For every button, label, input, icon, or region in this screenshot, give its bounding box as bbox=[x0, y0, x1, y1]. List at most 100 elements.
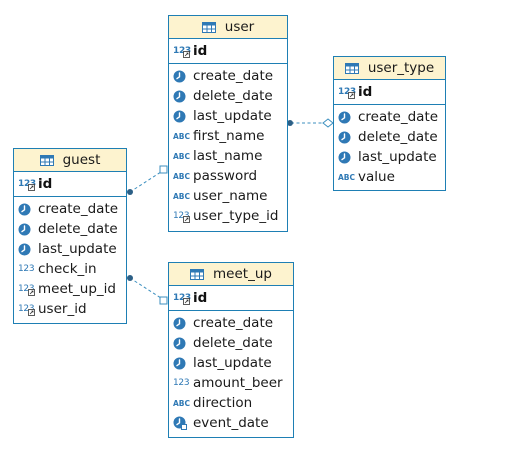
datetime-icon bbox=[173, 416, 190, 430]
clock-icon bbox=[338, 110, 355, 124]
column-row[interactable]: delete_date bbox=[334, 127, 445, 147]
column-name: value bbox=[358, 169, 395, 185]
clock-icon bbox=[173, 109, 190, 123]
clock-icon bbox=[173, 89, 190, 103]
clock-icon bbox=[173, 356, 190, 370]
primary-key-row[interactable]: 123 id bbox=[169, 39, 287, 64]
column-name: create_date bbox=[358, 109, 439, 125]
column-row[interactable]: last_update bbox=[169, 353, 293, 373]
column-name: last_update bbox=[193, 355, 272, 371]
clock-icon bbox=[173, 336, 190, 350]
column-row[interactable]: delete_date bbox=[169, 333, 293, 353]
column-name: delete_date bbox=[358, 129, 438, 145]
clock-icon bbox=[173, 316, 190, 330]
pk-type-label: 123 bbox=[173, 293, 191, 303]
entity-title: user_type bbox=[367, 60, 435, 76]
primary-key-name: id bbox=[193, 43, 208, 59]
number-type-icon: 123 bbox=[18, 264, 35, 274]
column-name: create_date bbox=[193, 68, 274, 84]
primary-key-icon: 123 bbox=[173, 291, 191, 305]
primary-key-name: id bbox=[193, 290, 208, 306]
clock-icon bbox=[18, 222, 35, 236]
text-type-icon: ABC bbox=[173, 131, 191, 141]
primary-key-row[interactable]: 123 id bbox=[14, 172, 126, 197]
table-icon bbox=[39, 153, 55, 167]
column-row[interactable]: create_date bbox=[334, 107, 445, 127]
column-name: user_type_id bbox=[193, 208, 279, 224]
rel-user-user-type bbox=[287, 118, 334, 128]
clock-icon bbox=[338, 150, 355, 164]
text-type-icon: ABC bbox=[338, 172, 356, 182]
column-name: delete_date bbox=[38, 221, 118, 237]
relationship-dot bbox=[127, 189, 133, 195]
text-type-icon: ABC bbox=[173, 398, 191, 408]
table-icon bbox=[190, 267, 205, 281]
rel-guest-user bbox=[127, 165, 168, 195]
primary-key-icon: 123 bbox=[338, 85, 356, 99]
column-name: last_update bbox=[193, 108, 272, 124]
relationship-dot bbox=[127, 275, 133, 281]
column-row[interactable]: create_date bbox=[169, 313, 293, 333]
column-row[interactable]: event_date bbox=[169, 413, 293, 433]
column-row[interactable]: last_update bbox=[169, 106, 287, 126]
entity-header: guest bbox=[14, 149, 126, 172]
fk-number-icon: 123 bbox=[18, 304, 35, 316]
fk-number-icon: 123 bbox=[173, 211, 190, 223]
column-name: delete_date bbox=[193, 88, 273, 104]
column-row[interactable]: last_update bbox=[14, 239, 126, 259]
column-name: first_name bbox=[193, 128, 265, 144]
text-type-icon: ABC bbox=[173, 151, 191, 161]
pk-type-label: 123 bbox=[18, 179, 36, 189]
column-name: create_date bbox=[38, 201, 119, 217]
entity-title: meet_up bbox=[213, 266, 272, 282]
fk-number-icon: 123 bbox=[18, 284, 35, 296]
column-name: last_update bbox=[358, 149, 437, 165]
table-icon bbox=[201, 20, 217, 34]
entity-user[interactable]: user 123 id create_date delete_date last_u… bbox=[168, 15, 288, 232]
pk-type-label: 123 bbox=[173, 46, 191, 56]
table-icon bbox=[344, 61, 360, 75]
relationship-dot bbox=[287, 120, 293, 126]
primary-key-name: id bbox=[358, 84, 373, 100]
number-type-icon: 123 bbox=[173, 378, 190, 388]
text-type-icon: ABC bbox=[173, 171, 191, 181]
primary-key-row[interactable]: 123 id bbox=[169, 286, 293, 311]
column-name: password bbox=[193, 168, 258, 184]
column-name: user_id bbox=[38, 301, 87, 317]
entity-header: user bbox=[169, 16, 287, 39]
column-name: check_in bbox=[38, 261, 97, 277]
column-name: last_update bbox=[38, 241, 117, 257]
primary-key-row[interactable]: 123 id bbox=[334, 80, 445, 105]
column-name: create_date bbox=[193, 315, 274, 331]
entity-title: user bbox=[224, 19, 255, 35]
entity-guest[interactable]: guest 123 id create_date delete_date last_… bbox=[13, 148, 127, 324]
clock-icon bbox=[338, 130, 355, 144]
column-row[interactable]: delete_date bbox=[169, 86, 287, 106]
clock-icon bbox=[18, 242, 35, 256]
column-row[interactable]: delete_date bbox=[14, 219, 126, 239]
column-row[interactable]: create_date bbox=[169, 66, 287, 86]
column-name: last_name bbox=[193, 148, 263, 164]
column-row[interactable]: last_update bbox=[334, 147, 445, 167]
clock-icon bbox=[18, 202, 35, 216]
entity-header: user_type bbox=[334, 57, 445, 80]
clock-icon bbox=[173, 69, 190, 83]
text-type-icon: ABC bbox=[173, 191, 191, 201]
column-row[interactable]: create_date bbox=[14, 199, 126, 219]
